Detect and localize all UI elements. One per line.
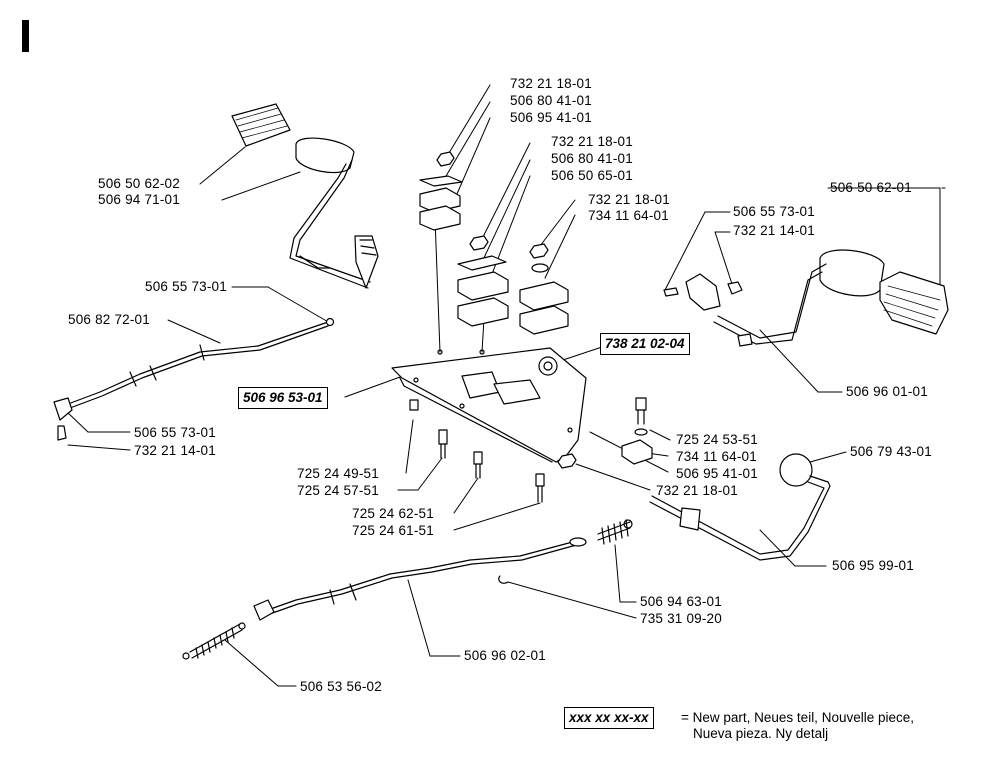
part-label: 506 80 41-01 [551, 151, 633, 166]
part-label: 506 95 99-01 [832, 558, 914, 573]
part-label: 732 21 18-01 [551, 134, 633, 149]
part-label: 506 95 41-01 [676, 466, 758, 481]
clamp-stack-right [519, 243, 569, 335]
section-mark [22, 20, 29, 52]
part-label: 506 95 41-01 [510, 110, 592, 125]
shift-rod [649, 453, 831, 561]
part-label: 725 24 62-51 [352, 506, 434, 521]
part-label: 506 50 62-02 [98, 176, 180, 191]
bolts [409, 397, 653, 503]
part-label: 506 55 73-01 [134, 425, 216, 440]
part-label: 506 80 41-01 [510, 93, 592, 108]
part-label: 732 21 18-01 [588, 192, 670, 207]
part-label: 506 94 71-01 [98, 192, 180, 207]
new-part-label: 738 21 02-04 [600, 333, 690, 355]
part-label: 734 11 64-01 [676, 449, 757, 464]
part-label: 732 21 18-01 [656, 483, 738, 498]
part-label: 725 24 61-51 [352, 523, 434, 538]
part-label: 506 82 72-01 [68, 312, 150, 327]
part-label: 506 55 73-01 [733, 204, 815, 219]
part-label: 506 53 56-02 [300, 679, 382, 694]
right-pedal-assembly [663, 249, 949, 347]
part-label: 735 31 09-20 [640, 611, 722, 626]
part-label: 732 21 14-01 [134, 443, 216, 458]
part-label: 506 55 73-01 [145, 279, 227, 294]
part-label: 506 96 02-01 [464, 648, 546, 663]
part-label: 506 94 63-01 [640, 594, 722, 609]
legend-symbol: xxx xx xx-xx [564, 707, 654, 729]
part-label: 725 24 49-51 [297, 466, 379, 481]
part-label: 506 50 65-01 [551, 168, 633, 183]
legend-line-2: Nueva pieza. Ny detalj [693, 726, 829, 741]
left-cable [53, 317, 335, 441]
part-label: 506 79 43-01 [850, 444, 932, 459]
part-label: 506 50 62-01 [830, 180, 912, 195]
lower-spring [182, 622, 246, 660]
main-bracket-plate [391, 347, 587, 463]
part-label: 732 21 14-01 [733, 223, 815, 238]
legend-line-1: = New part, Neues teil, Nouvelle piece, [681, 710, 914, 725]
new-part-label: 506 96 53-01 [238, 387, 328, 409]
part-label: 506 96 01-01 [846, 384, 928, 399]
clamp-stack-left [419, 151, 463, 231]
part-label: 725 24 53-51 [676, 432, 758, 447]
part-label: 732 21 18-01 [510, 76, 592, 91]
bottom-cable [253, 519, 633, 621]
part-label: 725 24 57-51 [297, 483, 379, 498]
clamp-stack-middle [457, 235, 509, 327]
part-label: 734 11 64-01 [588, 208, 669, 223]
left-pedal-assembly [231, 103, 379, 289]
